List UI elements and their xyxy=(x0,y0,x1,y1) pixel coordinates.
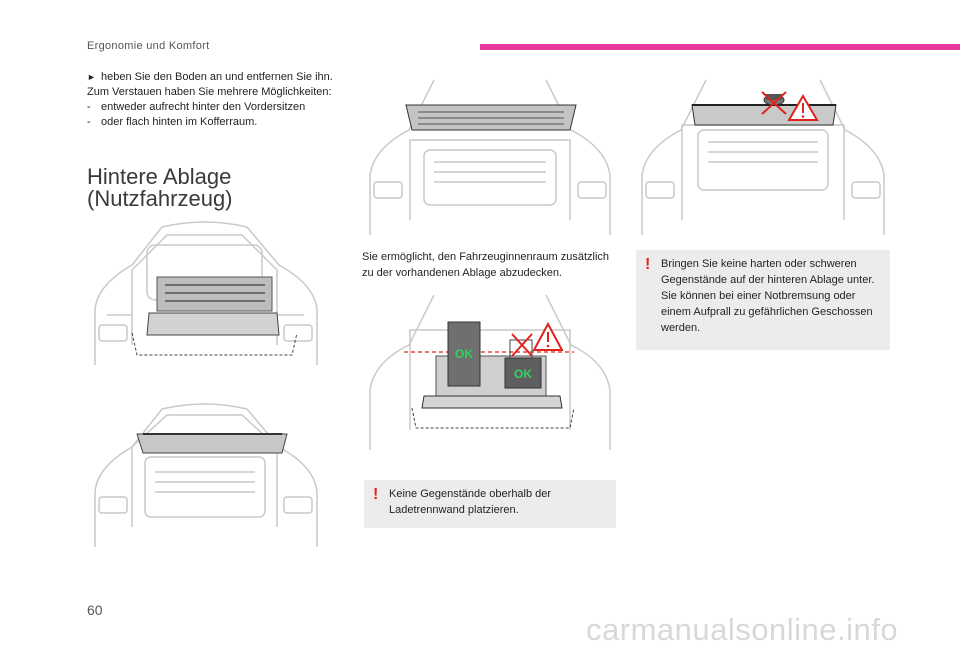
ok-badge-1: OK xyxy=(455,347,473,361)
bullet-triangle-icon: ► xyxy=(87,72,96,82)
illustration-upright-storage xyxy=(94,221,318,365)
warning-note-2: ! Bringen Sie keine harten oder schweren… xyxy=(636,250,890,350)
warning-icon: ! xyxy=(645,256,651,273)
heading-line-2: (Nutzfahrzeug) xyxy=(87,186,233,211)
section-accent-bar xyxy=(480,44,960,50)
warning-note-1: ! Keine Gegenstände oberhalb der Ladetre… xyxy=(364,480,616,528)
page-heading: Hintere Ablage (Nutzfahrzeug) xyxy=(87,166,233,210)
warning-icon: ! xyxy=(373,486,379,503)
intro-text: ► heben Sie den Boden an und entfernen Si… xyxy=(87,70,357,130)
illustration-flat-storage xyxy=(94,403,318,547)
warning-note-1-text: Keine Gegenstände oberhalb der Ladetrenn… xyxy=(389,488,552,516)
intro-bullet-2: oder flach hinten im Kofferraum. xyxy=(101,116,258,128)
intro-line-1: heben Sie den Boden an und entfernen Sie… xyxy=(101,71,333,83)
illustration-parcel-shelf xyxy=(369,79,611,235)
heading-line-1: Hintere Ablage xyxy=(87,164,232,189)
illustration-prohibited-loading xyxy=(641,79,885,235)
intro-bullet-1: entweder aufrecht hinter den Vordersitze… xyxy=(101,101,306,113)
ok-badge-2: OK xyxy=(514,367,532,381)
page-number: 60 xyxy=(87,602,103,618)
section-title: Ergonomie und Komfort xyxy=(87,40,210,52)
warning-note-2-text: Bringen Sie keine harten oder schweren G… xyxy=(661,258,875,334)
shelf-description: Sie ermöglicht, den Fahrzeuginnenraum zu… xyxy=(362,251,610,279)
illustration-allowed-loading: OK OK xyxy=(369,294,611,450)
intro-line-2: Zum Verstauen haben Sie mehrere Möglichk… xyxy=(87,86,332,98)
watermark: carmanualsonline.info xyxy=(586,612,899,647)
